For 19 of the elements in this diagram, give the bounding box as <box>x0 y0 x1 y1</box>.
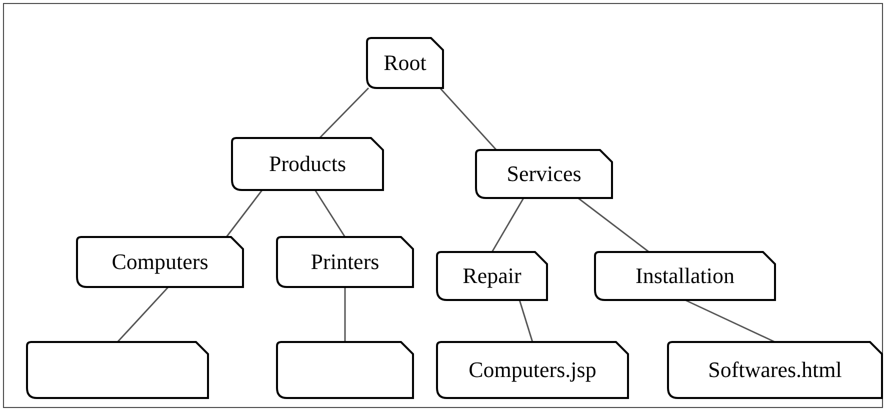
connector-line <box>518 300 534 342</box>
node-label: Root <box>384 50 426 76</box>
node-label: Repair <box>462 263 522 289</box>
connector-line <box>116 286 169 342</box>
connector-line <box>319 87 370 139</box>
node-label: Computers <box>112 249 208 275</box>
node-label: Products <box>269 151 346 177</box>
node-label: Installation <box>636 263 734 289</box>
connector-line <box>491 198 524 252</box>
node-label: Printers <box>310 249 380 275</box>
node-label: Computers.jsp <box>468 357 596 383</box>
node-label: Services <box>506 161 582 187</box>
connector-line <box>226 190 263 238</box>
connector-line <box>578 197 650 253</box>
connector-line <box>314 190 346 238</box>
node-label: Softwares.html <box>708 357 842 383</box>
connector-line <box>439 88 497 150</box>
connector-line <box>684 299 776 343</box>
connector-line <box>344 287 346 342</box>
